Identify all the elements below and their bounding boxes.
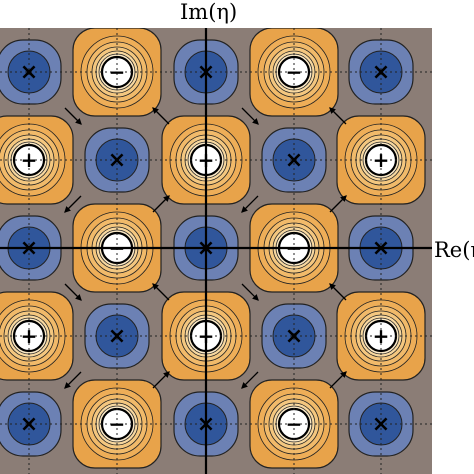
cross-marker: × [108,324,126,349]
plus-marker: + [373,148,390,172]
flow-arrow [152,283,170,301]
plus-marker: + [373,324,390,348]
flow-arrow [241,195,259,213]
flow-arrow [329,195,347,213]
cross-marker: × [372,60,390,85]
plus-marker: + [198,148,215,172]
minus-marker: − [286,60,303,84]
flow-arrow [64,371,82,389]
flow-arrow [241,107,259,125]
flow-arrow [64,195,82,213]
cross-marker: × [20,412,38,437]
cross-marker: × [285,148,303,173]
flow-arrow [241,283,259,301]
plus-marker: + [21,148,38,172]
minus-marker: − [286,412,303,436]
flow-arrow [152,107,170,125]
flow-arrow [241,371,259,389]
minus-cell [249,28,339,117]
plus-marker: + [198,324,215,348]
flow-arrow [329,283,347,301]
flow-arrow [152,371,170,389]
plus-marker: + [21,324,38,348]
imaginary-axis-label: Im(η) [180,0,238,24]
minus-marker: − [109,412,126,436]
flow-arrow [152,195,170,213]
minus-marker: − [286,236,303,260]
cross-marker: × [197,412,215,437]
flow-arrows [64,107,347,389]
cross-marker: × [197,236,215,261]
cross-marker: × [20,236,38,261]
cross-marker: × [197,60,215,85]
flow-arrow [329,107,347,125]
cross-marker: × [372,412,390,437]
axes [0,28,432,474]
minus-marker: − [109,236,126,260]
flow-arrow [329,371,347,389]
cross-marker: × [108,148,126,173]
cross-marker: × [20,60,38,85]
flow-arrow [64,283,82,301]
flow-arrow [64,107,82,125]
cross-marker: × [285,324,303,349]
real-axis-label: Re(η) [434,238,474,262]
point-markers: × − × − × + × + × + × − × − × + × + × + × − × − × [20,60,390,437]
cross-marker: × [372,236,390,261]
minus-marker: − [109,60,126,84]
